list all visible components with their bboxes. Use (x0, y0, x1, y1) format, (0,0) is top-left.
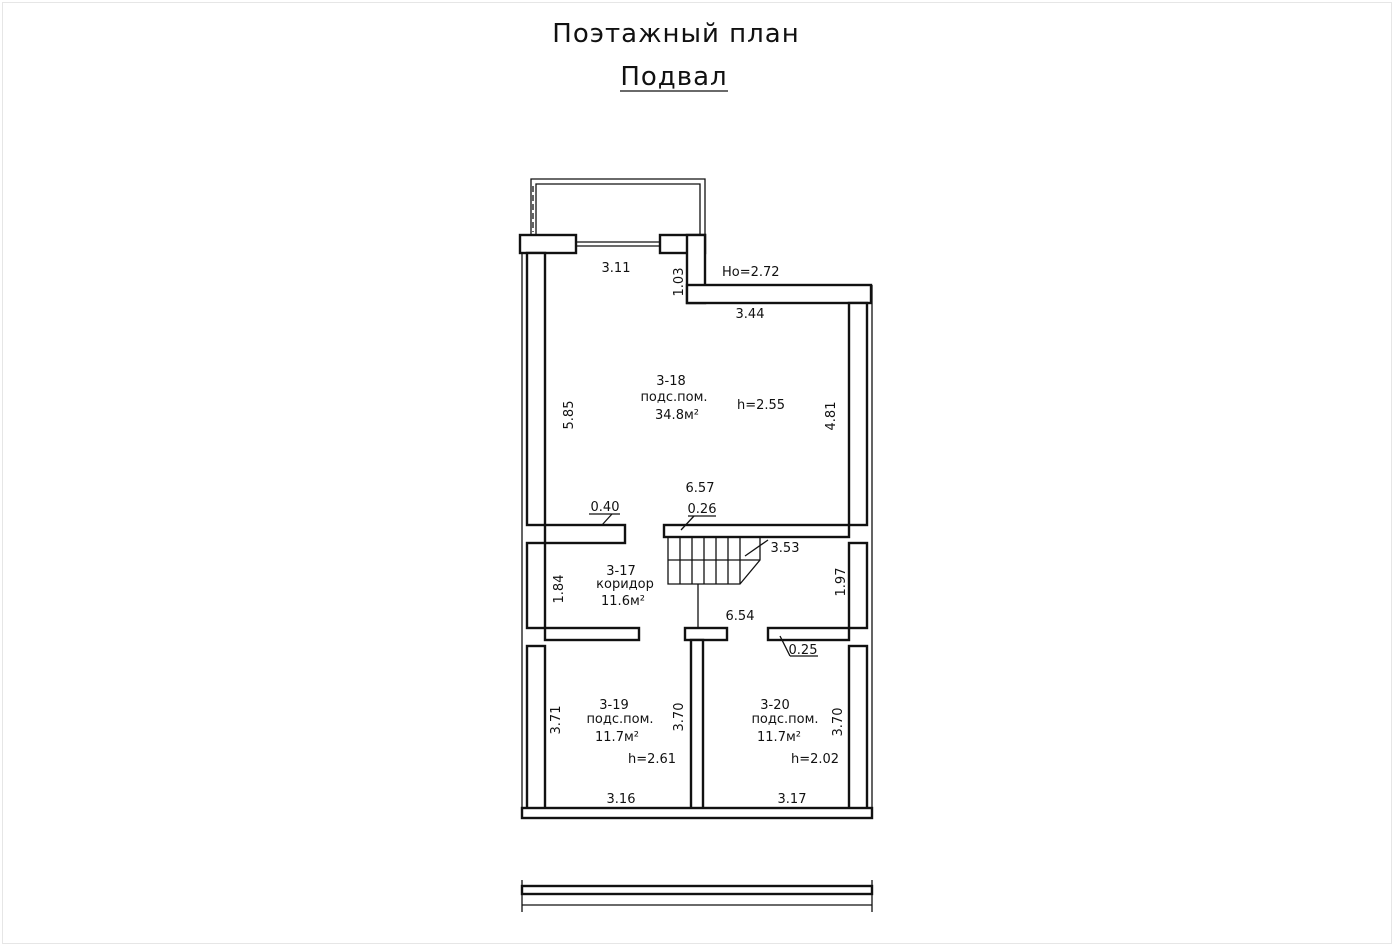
dim-corridor-left: 1.84 (552, 575, 567, 604)
dim-left-lower: 3.71 (549, 706, 564, 735)
dim-mid-lower-left: 3.70 (672, 703, 687, 732)
outer-height-label: Ho=2.72 (722, 265, 780, 280)
dim-top-left: 3.11 (602, 261, 631, 276)
dim-left-main: 5.85 (562, 401, 577, 430)
wall-right-middle (847, 541, 869, 630)
room-height: h=2.02 (791, 752, 839, 767)
dim-partition-left: 0.40 (591, 500, 620, 515)
room-3-18: 3-18 подс.пом. 34.8м² h=2.55 (640, 374, 785, 423)
section-line (520, 880, 874, 912)
partition-3-18-right (662, 523, 851, 539)
wall-left-lower (525, 644, 547, 814)
dim-bottom-left: 3.16 (607, 792, 636, 807)
entrance-porch (530, 178, 706, 237)
room-number: 3-18 (656, 374, 686, 389)
room-3-20: 3-20 подс.пом. 11.7м² h=2.02 (751, 698, 839, 767)
room-number: 3-20 (760, 698, 790, 713)
dim-partition-right: 0.25 (789, 643, 818, 658)
partition-3-19-3-20 (689, 638, 705, 814)
room-3-19: 3-19 подс.пом. 11.7м² h=2.61 (586, 698, 676, 767)
partition-mid-head (683, 626, 729, 642)
wall-left-middle (525, 541, 547, 630)
dim-right-lower: 3.70 (831, 708, 846, 737)
wall-right-lower (847, 644, 869, 814)
room-3-17: 3-17 коридор 11.6м² (596, 564, 654, 609)
dim-bottom-right: 3.17 (778, 792, 807, 807)
dim-step-vertical: 1.03 (672, 268, 687, 297)
wall-left-upper (525, 251, 547, 527)
partition-3-17-lower (543, 626, 641, 642)
stair-leader (744, 539, 769, 557)
floor-name: Подвал (620, 62, 727, 92)
wall-top-right (685, 283, 873, 305)
room-name: подс.пом. (640, 390, 707, 405)
plan-title: Поэтажный план (552, 19, 799, 49)
partition-3-18-left (543, 523, 627, 545)
room-area: 11.7м² (757, 730, 801, 745)
room-area: 11.6м² (601, 594, 645, 609)
room-name: подс.пом. (586, 712, 653, 727)
entrance-door (576, 241, 660, 247)
room-number: 3-19 (599, 698, 629, 713)
wall-right-upper (847, 301, 869, 527)
room-area: 11.7м² (595, 730, 639, 745)
room-area: 34.8м² (655, 408, 699, 423)
dim-right-mid: 1.97 (834, 568, 849, 597)
wall-bottom (520, 806, 874, 820)
staircase (667, 537, 769, 628)
room-height: h=2.55 (737, 398, 785, 413)
room-height: h=2.61 (628, 752, 676, 767)
walls (518, 233, 874, 820)
wall-top-left (518, 233, 578, 255)
dim-width-mid: 6.57 (686, 481, 715, 496)
room-name: подс.пом. (751, 712, 818, 727)
room-number: 3-17 (606, 564, 636, 579)
dim-top-right: 3.44 (736, 307, 765, 322)
partition-3-20-upper (766, 626, 851, 642)
dim-width-lower: 6.54 (726, 609, 755, 624)
dim-stair: 3.53 (771, 541, 800, 556)
dim-partition-mid: 0.26 (688, 502, 717, 517)
room-name: коридор (596, 577, 654, 592)
dim-right-main: 4.81 (824, 402, 839, 431)
